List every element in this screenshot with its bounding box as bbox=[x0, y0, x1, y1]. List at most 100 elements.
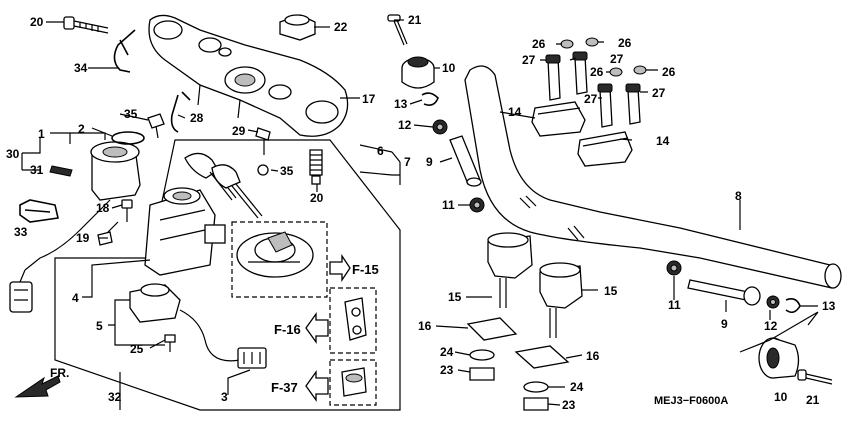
bar-end-weight-bottom bbox=[758, 337, 800, 379]
ref-arrow-f37 bbox=[305, 369, 329, 403]
callout-22: 22 bbox=[334, 20, 348, 34]
callout-4: 4 bbox=[72, 291, 79, 305]
callout-24a: 24 bbox=[440, 345, 454, 359]
callout-30: 30 bbox=[6, 147, 20, 161]
callout-35a: 35 bbox=[124, 107, 138, 121]
callout-26d: 26 bbox=[662, 65, 676, 79]
ring-part-13-top bbox=[421, 92, 439, 106]
callout-8: 8 bbox=[735, 189, 742, 203]
fuel-cap-part bbox=[236, 231, 314, 278]
ref-label-f16: F-16 bbox=[274, 322, 301, 337]
callout-24b: 24 bbox=[570, 380, 584, 394]
callout-16a: 16 bbox=[418, 319, 432, 333]
ring-part bbox=[111, 131, 145, 145]
bolt-part-19 bbox=[97, 221, 119, 246]
ref-label-f15: F-15 bbox=[352, 262, 379, 277]
callout-13b: 13 bbox=[822, 299, 836, 313]
callout-14b: 14 bbox=[656, 134, 670, 148]
callout-28: 28 bbox=[190, 111, 204, 125]
callout-27c: 27 bbox=[584, 92, 598, 106]
callout-12a: 12 bbox=[398, 118, 412, 132]
callout-14a: 14 bbox=[508, 105, 522, 119]
diagram-code: MEJ3−F0600A bbox=[654, 395, 728, 407]
wire-clip-part bbox=[113, 29, 136, 73]
screw-part-upper bbox=[147, 113, 165, 139]
callout-29: 29 bbox=[232, 124, 246, 138]
front-arrow: FR. bbox=[14, 366, 69, 398]
nut-part-12-top bbox=[432, 119, 448, 135]
holder-bolts bbox=[545, 51, 641, 128]
washer-part-24-left bbox=[469, 349, 495, 361]
top-bridge-part bbox=[148, 14, 349, 137]
screw-part-29 bbox=[255, 127, 271, 155]
callout-33: 33 bbox=[14, 225, 28, 239]
callout-26a: 26 bbox=[532, 37, 546, 51]
callout-25: 25 bbox=[130, 342, 144, 356]
helmet-lock-part bbox=[341, 367, 367, 397]
ref-label-f37: F-37 bbox=[271, 380, 298, 395]
ignition-switch-part bbox=[9, 141, 141, 313]
callout-23b: 23 bbox=[562, 398, 576, 412]
callout-3: 3 bbox=[221, 390, 228, 404]
screw-part-25 bbox=[164, 334, 176, 352]
callout-13a: 13 bbox=[394, 97, 408, 111]
leader-lines bbox=[21, 19, 819, 410]
lower-holder-right bbox=[539, 262, 583, 338]
lower-holder-left bbox=[487, 232, 533, 308]
seat-lock-part bbox=[344, 297, 367, 341]
callout-18: 18 bbox=[96, 201, 110, 215]
front-label: FR. bbox=[50, 366, 69, 380]
key-part-right bbox=[211, 164, 263, 219]
plate-part-16-left bbox=[466, 317, 518, 341]
ref-arrow-f16 bbox=[305, 311, 329, 345]
holder-cap-right bbox=[577, 131, 633, 167]
assembly-outline bbox=[54, 139, 401, 411]
callout-10b: 10 bbox=[774, 390, 788, 404]
helmet-lock-detail-box bbox=[329, 359, 377, 406]
bolt-part-middle bbox=[309, 149, 323, 185]
callout-31: 31 bbox=[30, 163, 44, 177]
callout-34: 34 bbox=[74, 61, 88, 75]
callout-35b: 35 bbox=[280, 164, 294, 178]
callout-19: 19 bbox=[76, 231, 90, 245]
callout-27d: 27 bbox=[652, 86, 666, 100]
callout-11a: 11 bbox=[442, 198, 455, 212]
stem-nut-part bbox=[279, 14, 316, 41]
callout-12b: 12 bbox=[764, 319, 778, 333]
nut-part-23-right bbox=[523, 397, 549, 411]
rod-part-9-top bbox=[449, 135, 482, 187]
callout-27b: 27 bbox=[610, 52, 624, 66]
plate-part bbox=[49, 165, 73, 177]
holder-washers bbox=[560, 37, 647, 77]
clip-part bbox=[170, 91, 191, 133]
bolt-part-18 bbox=[121, 199, 133, 222]
callout-21b: 21 bbox=[806, 393, 820, 407]
bolt-part-upper bbox=[63, 16, 109, 34]
callout-32: 32 bbox=[108, 390, 122, 404]
fuel-cap-detail-box bbox=[231, 221, 328, 298]
switch-harness-part bbox=[129, 283, 267, 369]
callout-27a: 27 bbox=[522, 53, 536, 67]
ref-arrow-f15 bbox=[329, 253, 351, 283]
nut-part-23-left bbox=[469, 367, 495, 381]
callout-9a: 9 bbox=[426, 155, 433, 169]
callout-16b: 16 bbox=[586, 349, 600, 363]
callout-17: 17 bbox=[362, 92, 376, 106]
callout-11b: 11 bbox=[668, 298, 681, 312]
callout-20b: 20 bbox=[310, 191, 324, 205]
clamp-part bbox=[19, 199, 59, 223]
callout-1: 1 bbox=[38, 127, 45, 141]
callout-26c: 26 bbox=[590, 65, 604, 79]
callout-2: 2 bbox=[78, 122, 85, 136]
reference-labels: F-15 F-16 F-37 bbox=[271, 262, 379, 395]
screw-part-21-bottom bbox=[797, 369, 833, 385]
callout-20a: 20 bbox=[30, 15, 44, 29]
callout-21a: 21 bbox=[408, 13, 422, 27]
bar-end-weight-top bbox=[401, 56, 435, 89]
washer-part-24-right bbox=[523, 381, 549, 393]
callout-26b: 26 bbox=[618, 36, 632, 50]
bar-end-assembly bbox=[666, 260, 801, 314]
callout-7: 7 bbox=[404, 155, 411, 169]
handlebar-part bbox=[464, 65, 842, 289]
